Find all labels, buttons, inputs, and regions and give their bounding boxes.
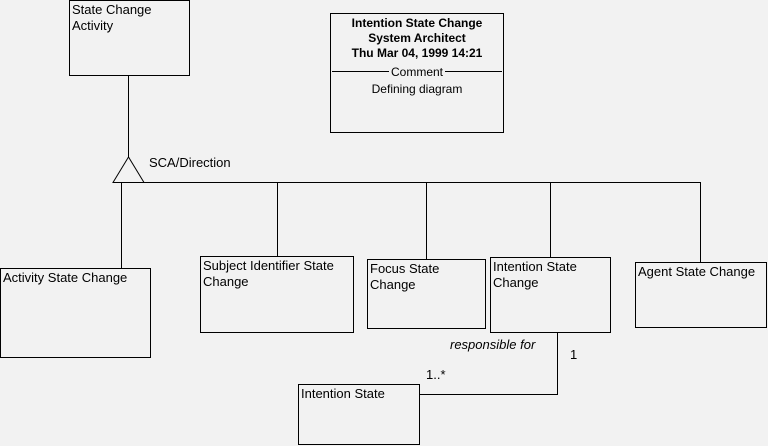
diagram-note[interactable]: Intention State Change System Architect … bbox=[330, 13, 504, 133]
class-box-activity-state-change[interactable]: Activity State Change bbox=[0, 268, 151, 358]
note-body: Defining diagram bbox=[371, 82, 463, 96]
class-box-intention-state[interactable]: Intention State bbox=[298, 384, 420, 445]
class-label: State Change Activity bbox=[72, 2, 152, 33]
class-label: Focus State Change bbox=[370, 261, 440, 292]
note-author: System Architect bbox=[368, 31, 466, 45]
class-box-state-change-activity[interactable]: State Change Activity bbox=[69, 0, 190, 76]
association-line bbox=[420, 332, 558, 395]
generalization-label: SCA/Direction bbox=[149, 155, 231, 170]
multiplicity-near-label: 1 bbox=[570, 347, 578, 362]
multiplicity-far-label: 1..* bbox=[426, 367, 446, 382]
class-label: Intention State bbox=[301, 386, 385, 401]
note-title: Intention State Change bbox=[351, 16, 483, 30]
note-section-label: Comment bbox=[388, 65, 445, 79]
generalization-triangle bbox=[112, 156, 145, 183]
class-box-agent-state-change[interactable]: Agent State Change bbox=[635, 262, 767, 328]
note-separator: Comment bbox=[332, 63, 502, 79]
class-label: Agent State Change bbox=[638, 264, 756, 279]
note-date: Thu Mar 04, 1999 14:21 bbox=[351, 46, 483, 60]
association-role-label: responsible for bbox=[450, 337, 536, 352]
class-box-subject-identifier-state-change[interactable]: Subject Identifier State Change bbox=[200, 256, 354, 333]
class-label: Intention State Change bbox=[493, 259, 577, 290]
class-box-intention-state-change[interactable]: Intention State Change bbox=[490, 257, 611, 333]
class-label: Activity State Change bbox=[3, 270, 128, 285]
class-label: Subject Identifier State Change bbox=[203, 258, 334, 289]
class-box-focus-state-change[interactable]: Focus State Change bbox=[367, 259, 486, 329]
